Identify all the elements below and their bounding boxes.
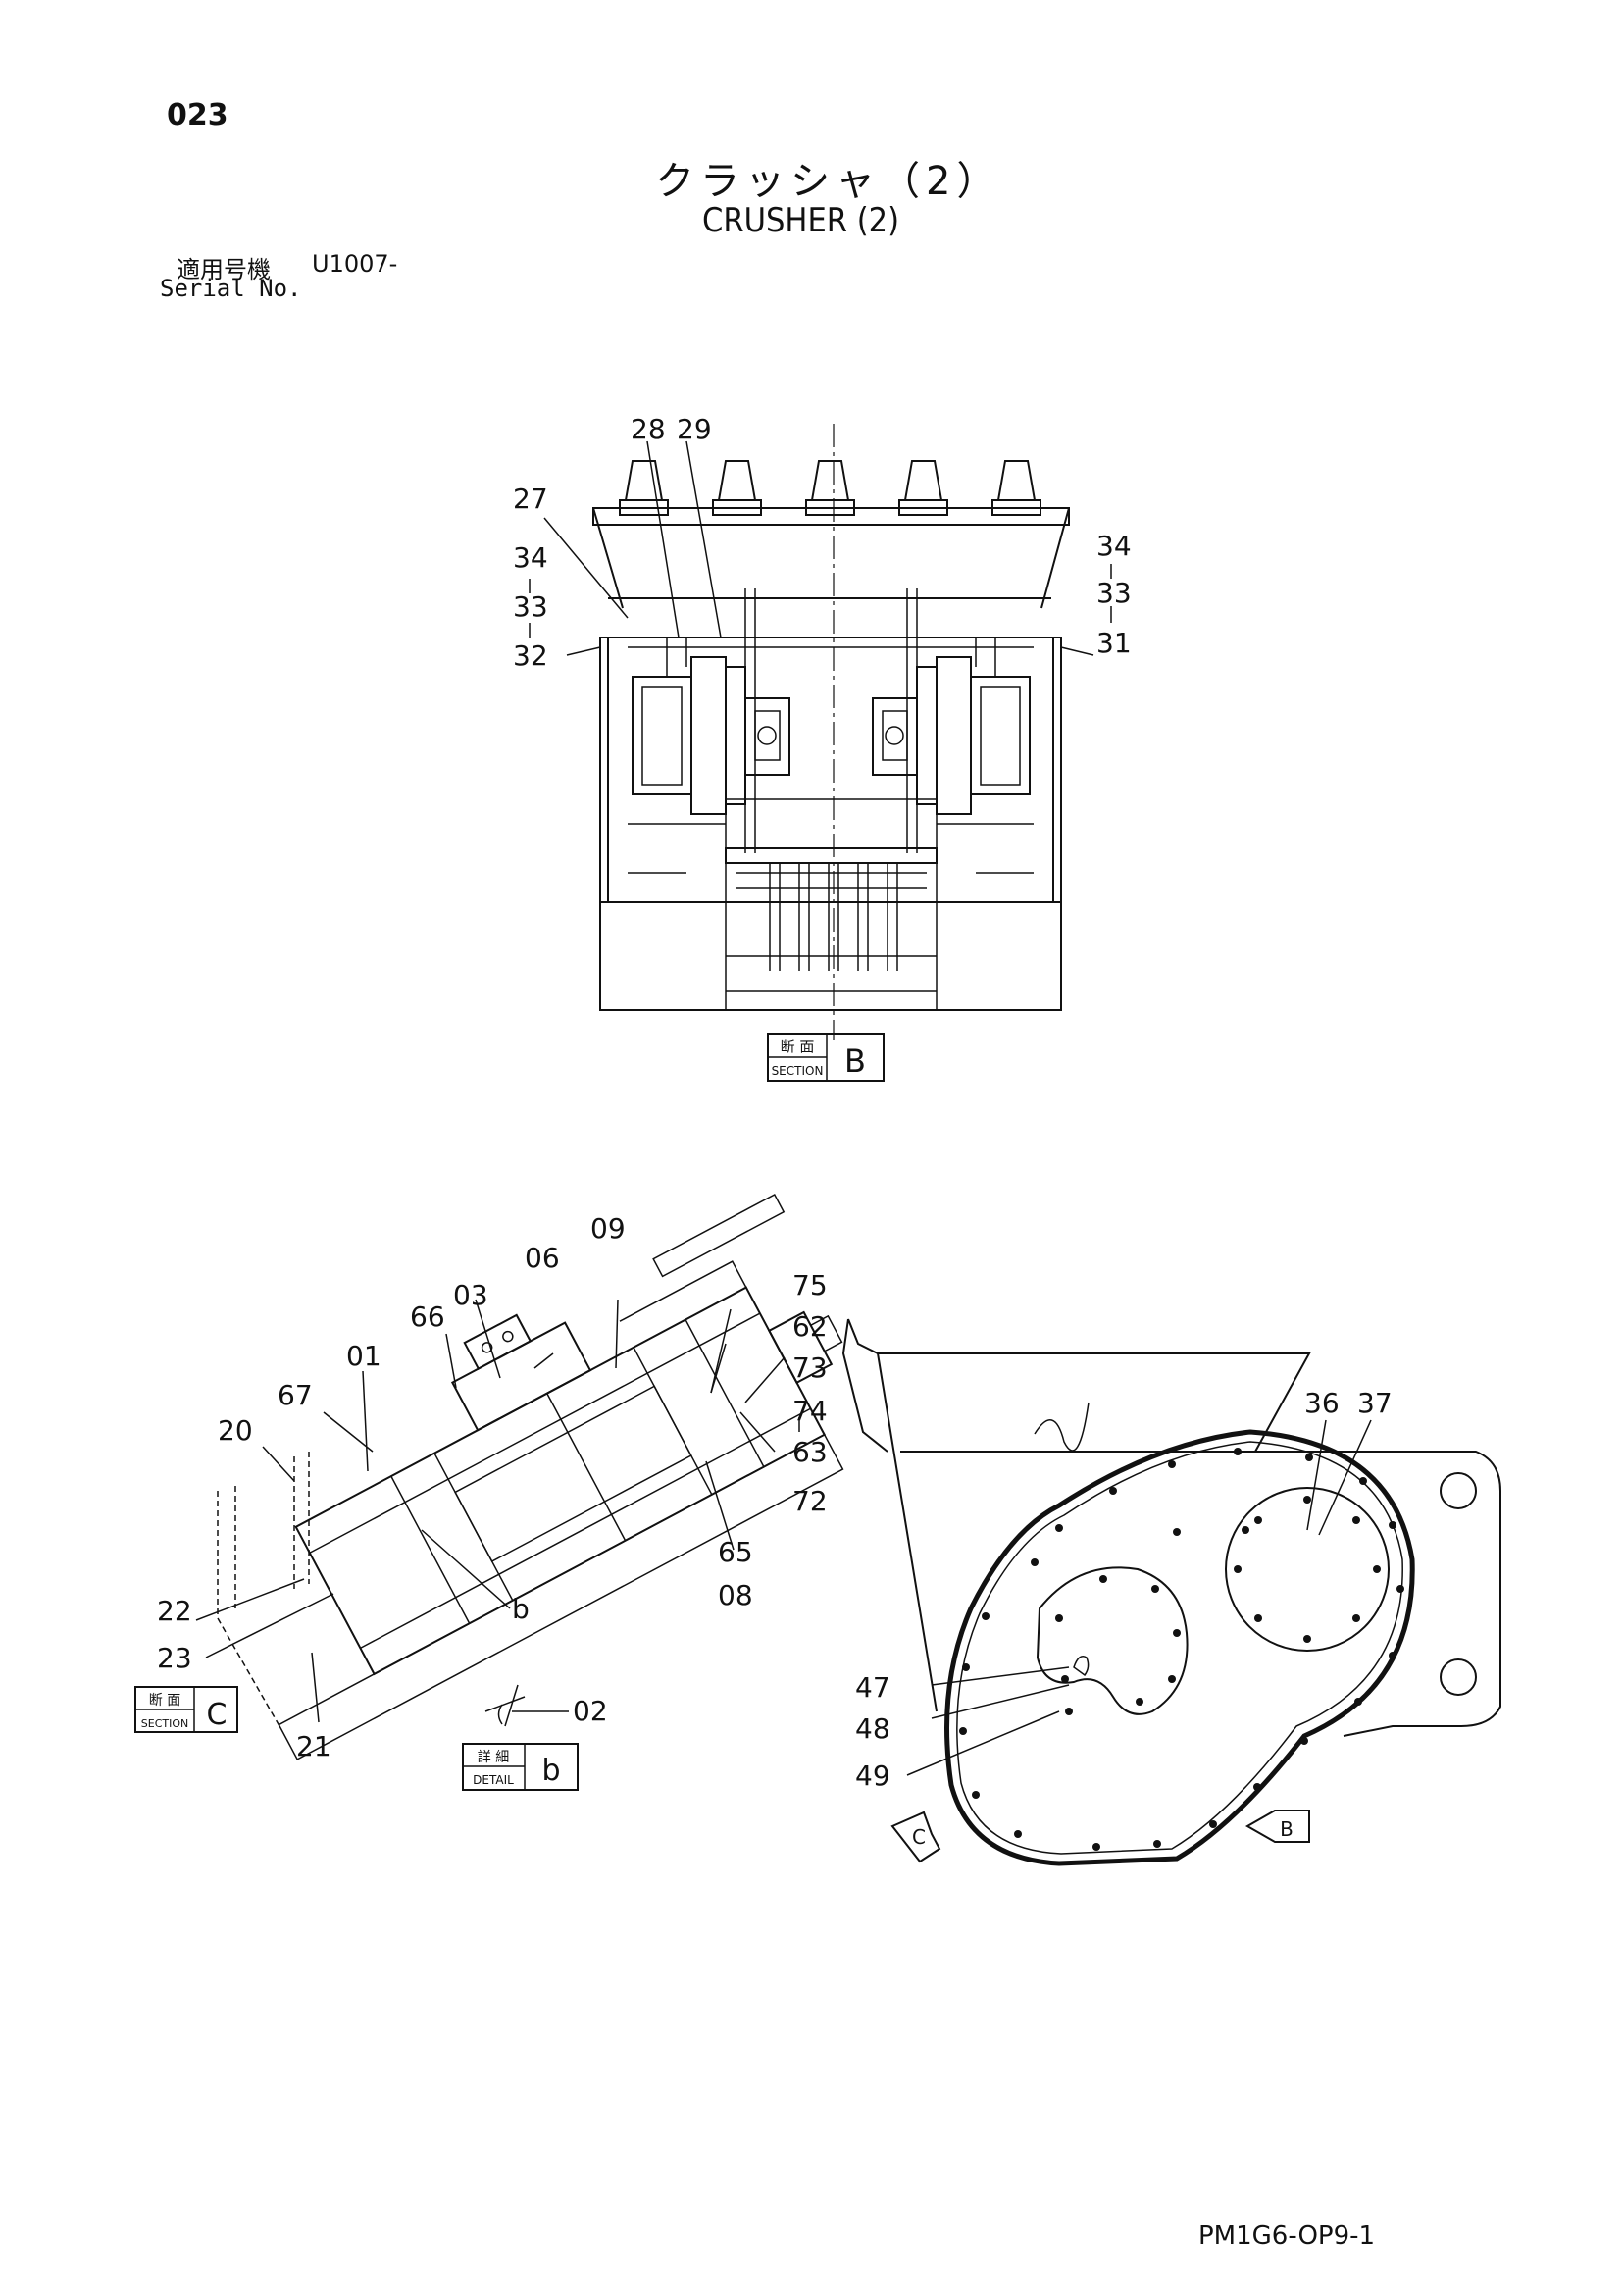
title-english: CRUSHER (2) [702,201,900,240]
view-arrow-c: C [890,1811,941,1863]
section-b-jp: 断 面 [781,1038,815,1055]
page-number: 023 [167,98,228,132]
callout-28: 28 [631,413,666,445]
callout-37: 37 [1357,1387,1393,1419]
callout-08: 08 [718,1579,753,1611]
section-c-en: SECTION [141,1717,188,1730]
jaw-bars [725,863,938,1010]
side-view: 36 37 47 48 49 C B [841,1318,1501,1866]
callout-34-right: 34 [1096,530,1132,562]
callout-65: 65 [718,1536,753,1568]
detail-b-en: DETAIL [473,1773,514,1787]
callout-72: 72 [792,1485,828,1517]
callout-03: 03 [453,1279,488,1311]
section-c-label-box: 断 面 SECTION C [134,1686,238,1733]
callout-34-left: 34 [513,541,548,574]
callout-62: 62 [792,1310,828,1343]
callout-67: 67 [278,1379,313,1411]
perimeter-bolts [959,1448,1404,1851]
callout-63: 63 [792,1436,828,1468]
serial-value: U1007- [312,250,398,278]
view-arrow-b: B [1244,1810,1310,1843]
cam-plate [1036,1566,1189,1715]
arrow-c-letter: C [912,1825,926,1849]
serial-label-en: Serial No. [160,275,302,302]
section-b-view: 断 面 SECTION B 28 29 27 34 33 32 34 33 31 [513,413,1132,1082]
detail-b-letter: b [541,1754,560,1788]
view-c-callouts: 09 06 03 66 01 67 20 22 23 21 75 62 73 7… [157,1212,828,1762]
section-b-label-box: 断 面 SECTION B [767,1033,885,1082]
callout-73: 73 [792,1352,828,1384]
callout-01: 01 [346,1340,381,1372]
section-c-jp: 断 面 [149,1693,180,1709]
callout-22: 22 [157,1595,192,1627]
callout-21: 21 [296,1730,331,1762]
callout-36: 36 [1304,1387,1340,1419]
callout-02: 02 [573,1695,608,1727]
top-bar [592,507,1070,526]
callout-75: 75 [792,1269,828,1301]
callout-48: 48 [855,1712,890,1745]
cover-plate [944,1429,1415,1866]
side-view-leaders [906,1419,1372,1776]
crusher-teeth [619,460,1041,516]
arrow-b-letter: B [1280,1817,1294,1841]
callout-47: 47 [855,1671,890,1704]
callout-23: 23 [157,1642,192,1674]
callout-29: 29 [677,413,712,445]
section-b-en: SECTION [772,1064,824,1078]
left-bearing [632,638,790,815]
serial-label-jp: 適用号機 [177,256,271,283]
callout-32: 32 [513,639,548,672]
side-view-callouts: 36 37 47 48 49 [855,1387,1393,1792]
view-c-leaders [195,1299,800,1723]
section-c-view: 09 06 03 66 01 67 20 22 23 21 75 62 73 7… [134,1193,844,1791]
callout-06: 06 [525,1242,560,1274]
callout-74: 74 [792,1395,828,1427]
document-code: PM1G6-OP9-1 [1198,2221,1376,2251]
callout-27: 27 [513,483,548,515]
callout-09: 09 [590,1212,626,1245]
view-b-leaders [529,440,1112,656]
view-b-callouts: 28 29 27 34 33 32 34 33 31 [513,413,1132,672]
callout-31: 31 [1096,627,1132,659]
callout-20: 20 [218,1414,253,1447]
right-bearing [872,638,1031,815]
detail-b-jp: 詳 細 [478,1750,509,1765]
callout-49: 49 [855,1760,890,1792]
callout-66: 66 [410,1301,445,1333]
cam-plate-bolts [1055,1575,1181,1715]
detail-b: 02 詳 細 DETAIL b [462,1684,608,1791]
callout-33-right: 33 [1096,577,1132,609]
callout-33-left: 33 [513,590,548,623]
round-plate-bolts [1234,1496,1381,1643]
motor-block [463,1313,533,1370]
round-plate [1225,1487,1390,1652]
section-b-letter: B [844,1043,866,1080]
title-japanese: クラッシャ（2） [655,159,1002,204]
callout-b: b [512,1593,530,1625]
section-c-letter: C [207,1698,228,1732]
